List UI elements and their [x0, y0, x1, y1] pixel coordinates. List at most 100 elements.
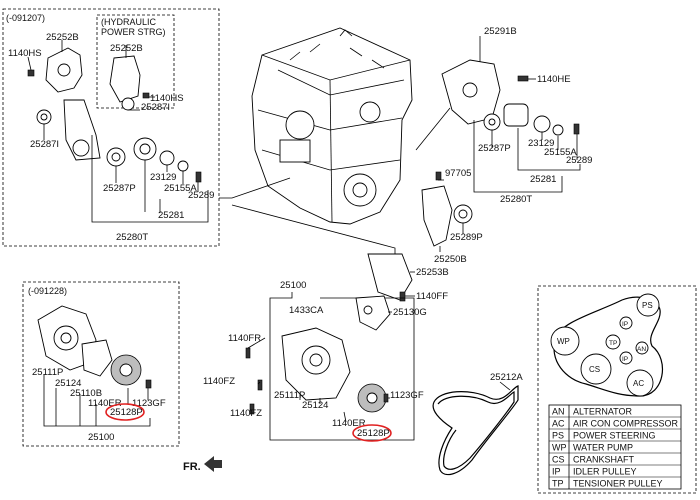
bolt-1140fr: [245, 347, 251, 359]
pulley-25128p-center: [366, 392, 378, 404]
lower-left-tag: (-091228): [28, 286, 67, 296]
pump-housing-25110b: [81, 339, 113, 377]
hydraulic-washer: [121, 97, 135, 111]
part-number: 25155A: [544, 147, 577, 158]
legend-name: IDLER PULLEY: [573, 467, 637, 477]
pulley-label: WP: [557, 337, 570, 346]
cap-97705: [435, 171, 442, 181]
pulley-ip-top: [619, 316, 633, 330]
pulley-wp: [550, 326, 580, 356]
engine-block: [251, 27, 413, 225]
bracket-hole: [462, 82, 478, 98]
gasket-hole: [363, 305, 373, 315]
part-number: 25155A: [164, 183, 197, 194]
washer-25287i-center: [40, 113, 48, 121]
legend-code: AC: [552, 419, 565, 429]
legend-frame: [548, 404, 682, 490]
pulley-label: AC: [633, 379, 644, 388]
legend-code: TP: [552, 479, 564, 489]
part-number: 1140FR: [228, 333, 261, 344]
part-number: 25253B: [416, 267, 449, 278]
part-number: 25130G: [393, 307, 427, 318]
pulley-label: IP: [622, 321, 628, 328]
cap-23129: [159, 150, 175, 166]
legend-name: CRANKSHAFT: [573, 455, 635, 465]
pulley-tp: [605, 334, 621, 350]
part-number: 25252B: [110, 43, 143, 54]
bolt-1123gf: [145, 379, 152, 389]
part-number: 25287I: [30, 139, 59, 150]
routing-belt: [553, 296, 664, 397]
engine-port: [285, 110, 315, 140]
legend-name: AIR CON COMPRESSOR: [573, 419, 679, 429]
pulley-center: [488, 118, 496, 126]
pulley-label: PS: [642, 301, 653, 310]
bracket-25250b: [421, 185, 453, 247]
part-number: 25111P: [274, 390, 305, 401]
water-pump-assembly: 25100 1433CA 25130G 1140FR 1140FZ 1140FZ…: [203, 280, 427, 442]
cap-23129: [533, 115, 551, 133]
legend-code: WP: [552, 443, 567, 453]
belt-inner: [437, 391, 515, 470]
gasket-25130g: [355, 295, 391, 331]
part-number-highlighted: 25128P: [110, 407, 143, 418]
pulley-an: [635, 341, 649, 355]
drive-belt: 25212A: [432, 372, 523, 476]
part-number: 1140HE: [537, 74, 571, 85]
hydraulic-title-line2: POWER STRG): [101, 27, 166, 37]
part-number: 25212A: [490, 372, 523, 383]
part-number: 25110B: [70, 388, 102, 399]
bolt-1140fz: [257, 379, 263, 391]
part-number: 25289: [566, 155, 592, 166]
part-number: 25281: [530, 174, 556, 185]
pump-impeller-center: [60, 332, 72, 344]
bolt-1140hs: [27, 69, 35, 77]
idler-pulley: [503, 103, 529, 127]
lower-left-frame: [22, 281, 180, 447]
part-number-highlighted: 25128P: [357, 428, 390, 439]
pulley-25128p-center: [119, 363, 133, 377]
upper-right-assembly: 25291B 1140HE 25287P 23129 25155A 25289 …: [441, 26, 592, 205]
part-number: 25100: [280, 280, 306, 291]
tensioner-hub: [72, 139, 90, 157]
pulley-label: TP: [609, 340, 617, 347]
part-number: 25289: [188, 190, 214, 201]
part-number: 25281: [158, 210, 184, 221]
part-number: 1140HS: [150, 93, 184, 104]
front-arrow-icon: [204, 456, 222, 472]
part-number: 25252B: [46, 32, 79, 43]
legend-code: PS: [552, 431, 564, 441]
bolt-1140ff: [399, 291, 406, 302]
bracket-25253b: [367, 253, 413, 301]
lower-left-assembly: (-091228) 25111P 25124 25110B 1140ER 112…: [22, 281, 180, 447]
belt-25212a: [432, 385, 519, 476]
pulley-25287p-center: [111, 152, 121, 162]
part-number: 1140HS: [8, 48, 42, 59]
tensioner-arm: [63, 99, 101, 161]
part-number: 1140ER: [88, 398, 122, 409]
pump-impeller-center: [309, 353, 323, 367]
upper-left-frame: [2, 8, 220, 247]
part-number: 1140ER: [332, 418, 366, 429]
engine-pad: [279, 139, 311, 163]
pulley-label: IP: [622, 356, 628, 363]
front-label: FR.: [183, 461, 201, 473]
highlight-ring: [352, 424, 392, 442]
part-number: 25124: [302, 400, 328, 411]
part-number: 25111P: [32, 367, 63, 378]
legend-code: CS: [552, 455, 565, 465]
bolt-1140he: [517, 75, 529, 82]
highlight-ring: [105, 403, 145, 421]
part-number: 25124: [55, 378, 81, 389]
hydraulic-bracket: [109, 55, 141, 103]
part-number: 25100: [88, 432, 114, 443]
legend-code: AN: [552, 407, 565, 417]
crank-boss-center: [352, 182, 368, 198]
pulley-ps: [636, 293, 660, 317]
part-number: 97705: [445, 168, 471, 179]
part-number: 1140FZ: [203, 376, 235, 387]
part-number: 1123GF: [390, 390, 424, 401]
legend-code: IP: [552, 467, 561, 477]
